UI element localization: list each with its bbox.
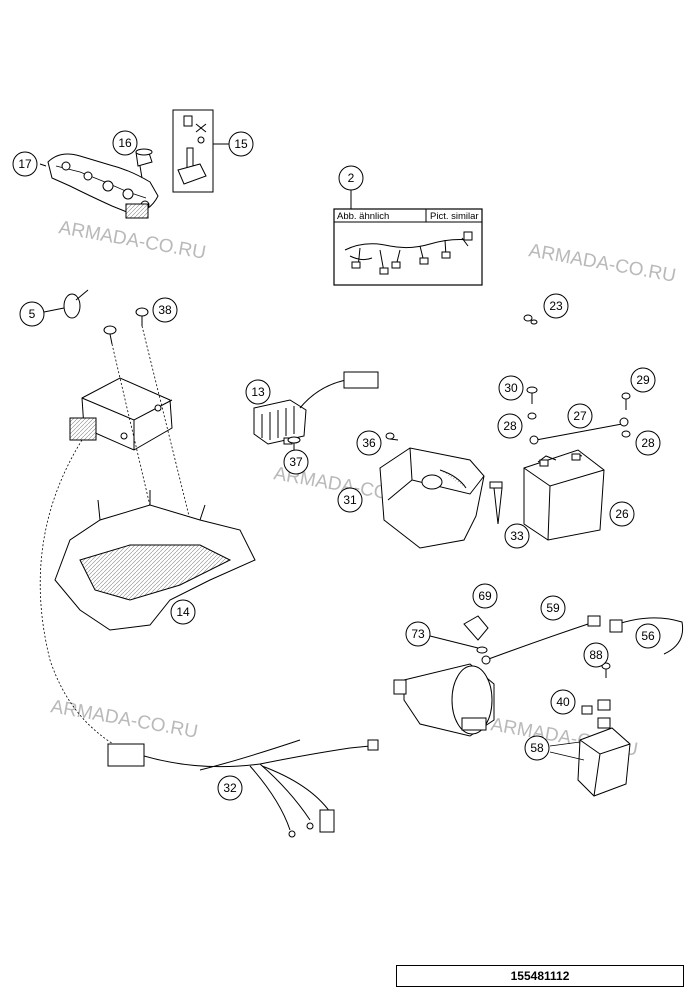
watermark-2: ARMADA-CO.RU — [527, 240, 677, 287]
callout-88-text: 88 — [589, 648, 603, 662]
harness-label-en: Pict. similar — [430, 211, 479, 222]
starter-motor — [393, 663, 495, 737]
part-17-switch-bracket — [39, 153, 159, 219]
part-88-screw — [601, 662, 611, 678]
part-2-harness-box: Abb. ähnlich Pict. similar — [333, 175, 483, 286]
callout-17-text: 17 — [18, 157, 32, 171]
callout-5: 5 — [19, 301, 45, 327]
callout-5-text: 5 — [29, 307, 36, 321]
part-40-fuses — [581, 699, 611, 729]
part-15-switch-kit — [172, 109, 214, 193]
callout-13: 13 — [245, 379, 271, 405]
callout-73-text: 73 — [411, 627, 425, 641]
callout-38: 38 — [152, 297, 178, 323]
part-33-strap — [489, 481, 503, 525]
callout-37-text: 37 — [289, 455, 303, 469]
callout-29: 29 — [630, 367, 656, 393]
callout-29-text: 29 — [636, 373, 650, 387]
callout-15-text: 15 — [234, 137, 248, 151]
callout-15: 15 — [213, 131, 254, 157]
callout-26: 26 — [609, 501, 635, 527]
callout-23: 23 — [543, 293, 569, 319]
callout-30-text: 30 — [504, 381, 518, 395]
callout-59-text: 59 — [546, 601, 560, 615]
callout-36: 36 — [356, 430, 382, 456]
part-23-nut — [523, 314, 538, 325]
part-16-grommet — [135, 148, 153, 179]
callout-36-text: 36 — [362, 436, 376, 450]
callouts: 17 16 15 2 5 38 23 13 30 29 27 28 28 36 … — [12, 130, 661, 801]
callout-33-text: 33 — [510, 529, 524, 543]
callout-56-text: 56 — [641, 629, 655, 643]
callout-32-text: 32 — [223, 781, 237, 795]
callout-2-text: 2 — [348, 171, 355, 185]
part-26-battery — [523, 449, 605, 541]
callout-59: 59 — [540, 595, 566, 621]
callout-28b: 28 — [635, 430, 661, 456]
part-37-screw — [287, 436, 301, 452]
drawing-number: 155481112 — [396, 965, 684, 987]
part-56-ground-cable — [609, 617, 684, 655]
callout-23-text: 23 — [549, 299, 563, 313]
part-38-grommet — [103, 307, 149, 345]
callout-58-text: 58 — [530, 741, 544, 755]
callout-2: 2 — [338, 165, 364, 191]
callout-31-text: 31 — [343, 493, 357, 507]
watermark-4: ARMADA-CO.RU — [49, 696, 199, 743]
ecu-unit — [69, 377, 173, 451]
part-59-starter-cable — [481, 615, 601, 665]
part-58-relay — [549, 727, 631, 797]
part-31-battery-box — [379, 447, 485, 549]
callout-38-text: 38 — [158, 303, 172, 317]
callout-69-text: 69 — [478, 589, 492, 603]
callout-58: 58 — [524, 735, 550, 761]
part-5-cable-tie — [43, 289, 89, 319]
callout-69: 69 — [472, 583, 498, 609]
callout-26-text: 26 — [615, 507, 629, 521]
part-73-nut — [476, 646, 488, 654]
callout-28a-text: 28 — [503, 419, 517, 433]
part-13-regulator — [253, 371, 379, 445]
callout-16: 16 — [112, 130, 138, 156]
callout-40: 40 — [550, 689, 576, 715]
callout-33: 33 — [504, 523, 530, 549]
harness-label-de: Abb. ähnlich — [337, 211, 389, 222]
callout-37: 37 — [283, 449, 309, 475]
part-14-holder — [54, 490, 256, 631]
callout-40-text: 40 — [556, 695, 570, 709]
callout-17: 17 — [12, 151, 38, 177]
callout-88: 88 — [583, 642, 609, 668]
leader-lines — [39, 325, 191, 749]
part-32-cable-set — [107, 739, 379, 838]
callout-13-text: 13 — [251, 385, 265, 399]
callout-30: 30 — [498, 375, 524, 401]
callout-73: 73 — [405, 621, 479, 649]
terminal-hardware — [526, 386, 631, 438]
part-36-screw — [385, 432, 399, 441]
callout-14-text: 14 — [176, 605, 190, 619]
callout-14: 14 — [170, 599, 196, 625]
harness-drawing — [344, 231, 473, 275]
callout-28b-text: 28 — [641, 436, 655, 450]
part-27-cable — [529, 417, 629, 445]
part-69-cap — [463, 615, 489, 641]
watermark-1: ARMADA-CO.RU — [57, 217, 207, 264]
callout-32: 32 — [217, 775, 243, 801]
callout-31: 31 — [337, 487, 363, 513]
callout-16-text: 16 — [118, 136, 132, 150]
callout-28a: 28 — [497, 413, 523, 439]
callout-27: 27 — [567, 403, 593, 429]
callout-27-text: 27 — [573, 409, 587, 423]
callout-56: 56 — [635, 623, 661, 649]
